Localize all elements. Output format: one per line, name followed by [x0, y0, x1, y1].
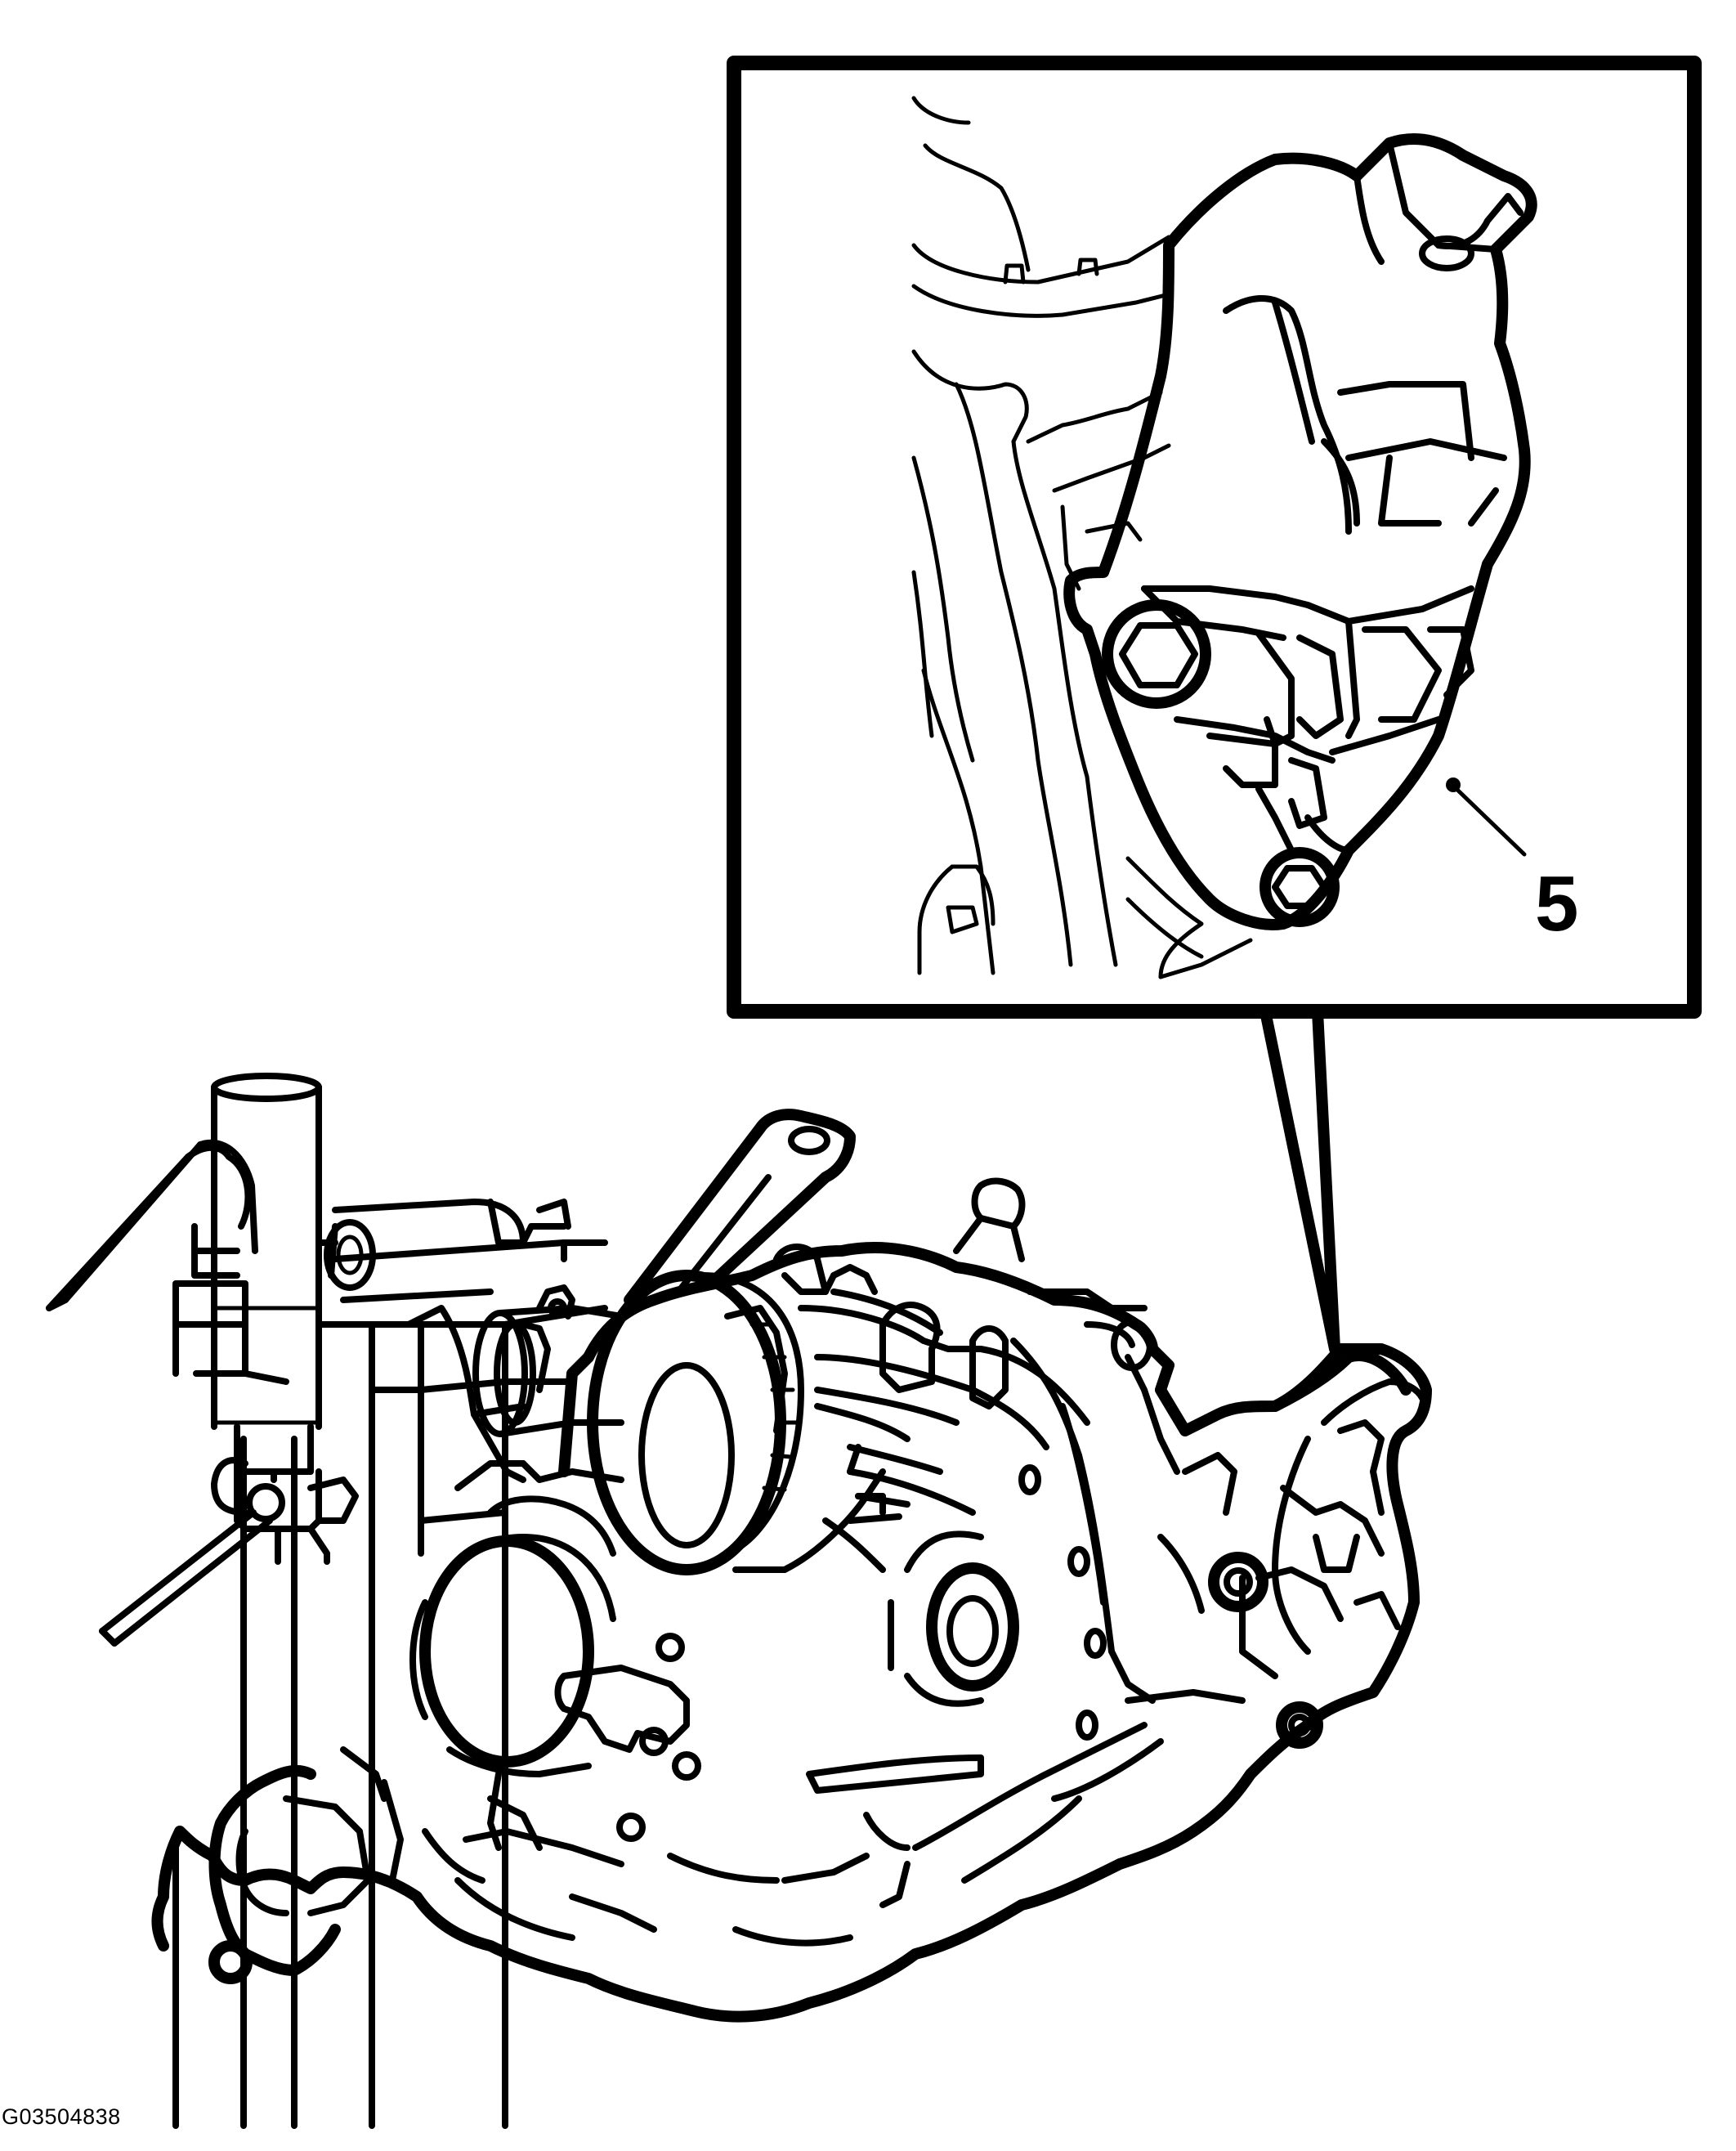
pipe-end: [324, 1219, 376, 1291]
inset-pointer: [1259, 1006, 1340, 1355]
bracket-mounting-hole: [1419, 235, 1474, 271]
inset-engine-block: [911, 96, 1253, 979]
stand-post-top: [211, 1073, 322, 1102]
callout-5: 5: [1446, 777, 1578, 948]
clamp-knob: [246, 1483, 285, 1522]
housing-mount-bolt-lower: [1276, 1701, 1323, 1749]
figure-id: G03504838: [2, 2104, 121, 2129]
transaxle-housing: [151, 1109, 1432, 2023]
callout-5-leader: [1454, 786, 1527, 857]
drain-plug: [208, 1940, 253, 1984]
lift-eye-hole: [788, 1126, 830, 1155]
detail-inset-frame: [727, 56, 1702, 1019]
clutch-ring: [587, 1270, 804, 1575]
bearing-boss: [926, 1562, 1019, 1692]
detail-inset: 5: [727, 56, 1702, 1019]
callout-5-number: 5: [1535, 860, 1578, 948]
engine-mount-bracket: [1063, 133, 1537, 930]
support-stand: [46, 1073, 608, 2129]
lower-mount-bolt: [1259, 847, 1340, 927]
housing-mount-bolt-upper: [1208, 1552, 1268, 1612]
upper-mount-bolt: [1102, 599, 1211, 709]
